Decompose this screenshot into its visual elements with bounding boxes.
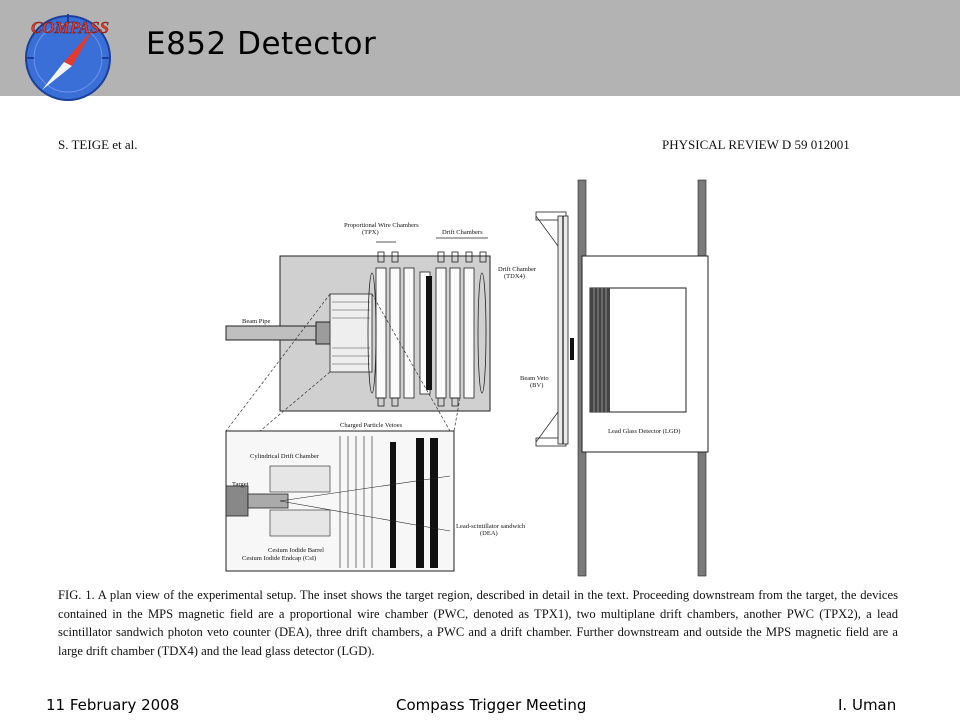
label-tpx: (TPX) bbox=[362, 229, 379, 236]
beam-veto-shape bbox=[570, 338, 574, 360]
label-target: Target bbox=[232, 481, 249, 488]
paper-author-text: S. TEIGE et al. bbox=[58, 137, 138, 152]
label-drift-chambers: Drift Chambers bbox=[442, 229, 483, 236]
compass-logo: COMPASS bbox=[25, 14, 111, 101]
label-beam-pipe: Beam Pipe bbox=[242, 318, 270, 325]
footer-date: 11 February 2008 bbox=[46, 696, 180, 714]
header-bar bbox=[0, 0, 960, 96]
tdx4-chamber bbox=[535, 211, 569, 447]
label-drift-chamber: Drift Chamber bbox=[498, 266, 537, 273]
label-csi-barrel: Cesium Iodide Barrel bbox=[268, 547, 324, 554]
label-tdx4: (TDX4) bbox=[504, 273, 525, 280]
target-region bbox=[329, 293, 373, 373]
footer-author: I. Uman bbox=[838, 696, 897, 714]
beam-pipe-shape bbox=[225, 325, 317, 341]
chamber-planes bbox=[367, 267, 487, 399]
paper-journal-line: PHYSICAL REVIEW D 59 012001 bbox=[662, 137, 850, 152]
logo-text: COMPASS bbox=[31, 18, 109, 37]
detector-figure: Proportional Wire Chambers (TPX) Drift C… bbox=[225, 179, 709, 577]
figure-caption: FIG. 1. A plan view of the experimental … bbox=[58, 588, 898, 658]
label-lead-sandwich: Lead-scintillator sandwich bbox=[456, 523, 526, 530]
label-csi-endcap: Cesium Iodide Endcap (CsI) bbox=[242, 555, 316, 562]
label-pwc: Proportional Wire Chambers bbox=[344, 222, 419, 229]
label-dea: (DEA) bbox=[480, 530, 498, 537]
label-cylindrical: Cylindrical Drift Chamber bbox=[250, 453, 320, 460]
label-cpv: Charged Particle Vetoes bbox=[340, 422, 403, 429]
label-beam-veto: Beam Veto bbox=[520, 375, 549, 382]
label-lgd: Lead Glass Detector (LGD) bbox=[608, 428, 680, 435]
slide-title: E852 Detector bbox=[146, 26, 377, 62]
label-bv: (BV) bbox=[530, 382, 543, 389]
footer-event: Compass Trigger Meeting bbox=[396, 696, 587, 714]
paper-author-line: S. TEIGE et al. bbox=[58, 137, 138, 153]
